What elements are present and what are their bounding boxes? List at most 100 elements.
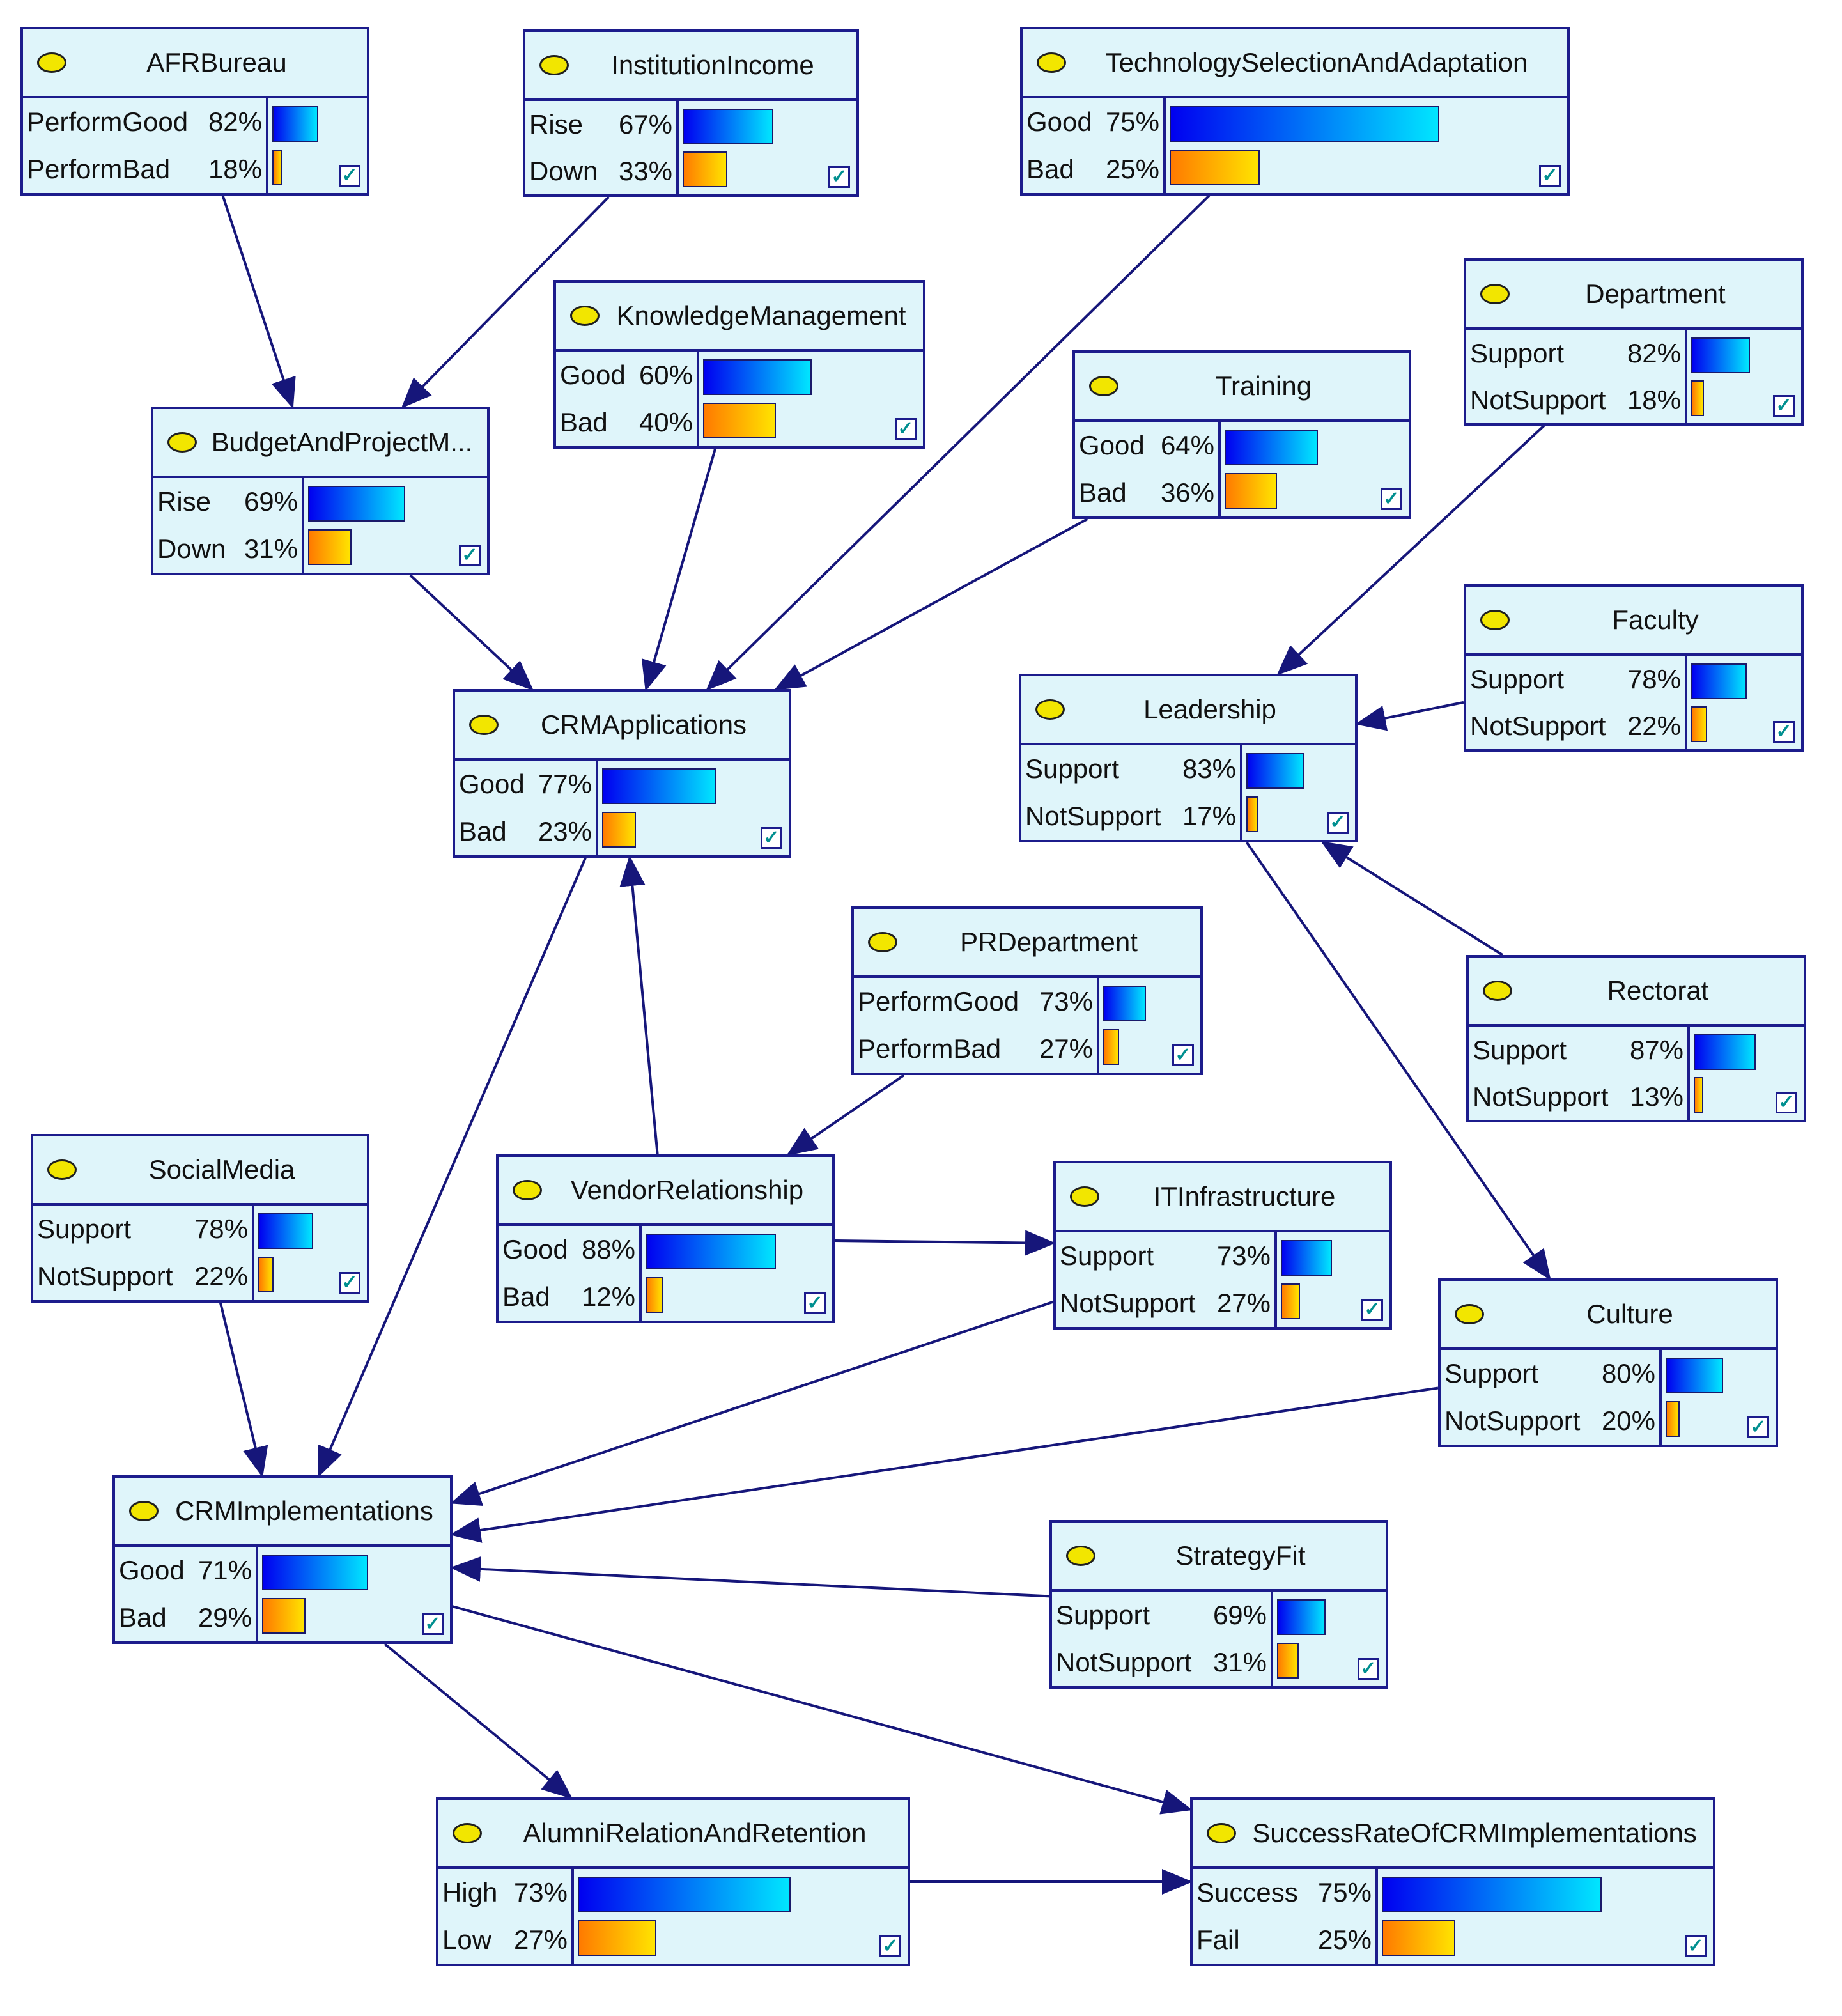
bar-track <box>1694 1034 1804 1070</box>
check-icon[interactable]: ✓ <box>761 827 782 849</box>
probability-bar <box>1666 1401 1680 1437</box>
bar-track <box>262 1598 450 1634</box>
check-icon[interactable]: ✓ <box>1358 1658 1379 1680</box>
check-icon[interactable]: ✓ <box>422 1613 444 1635</box>
state-name: Support <box>1470 337 1565 368</box>
node-bars <box>1099 978 1200 1073</box>
bar-track <box>646 1277 832 1313</box>
check-icon[interactable]: ✓ <box>1773 721 1795 743</box>
node-header: SocialMedia <box>33 1136 367 1206</box>
node-bars <box>1166 98 1567 193</box>
state-percent: 27% <box>1039 1034 1093 1064</box>
state-name: Bad <box>502 1282 550 1312</box>
check-icon[interactable]: ✓ <box>1381 488 1402 510</box>
check-icon[interactable]: ✓ <box>339 165 360 187</box>
probability-bar <box>1246 753 1304 789</box>
edge-vendor-to-it <box>834 1230 1056 1256</box>
state-name: High <box>442 1877 498 1907</box>
probability-bar <box>703 359 812 395</box>
check-icon[interactable]: ✓ <box>1172 1044 1194 1066</box>
node-header: Training <box>1075 353 1409 422</box>
check-icon[interactable]: ✓ <box>895 418 917 440</box>
probability-bar <box>1694 1076 1703 1113</box>
probability-bar <box>1382 1877 1602 1912</box>
check-icon[interactable]: ✓ <box>828 166 850 188</box>
check-icon[interactable]: ✓ <box>1747 1416 1769 1438</box>
bar-track <box>1277 1643 1386 1679</box>
node-header: InstitutionIncome <box>525 32 856 101</box>
bar-track <box>258 1213 367 1249</box>
node-title: CRMImplementations <box>175 1496 433 1526</box>
state-percent: 73% <box>1216 1241 1271 1271</box>
yellow-ellipse-icon <box>47 1159 77 1180</box>
check-icon[interactable]: ✓ <box>1776 1092 1797 1113</box>
yellow-ellipse-icon <box>1480 284 1510 304</box>
bar-track <box>1246 796 1355 832</box>
state-name: Rise <box>157 486 212 516</box>
edge-afr-to-budget <box>221 195 296 409</box>
check-icon[interactable]: ✓ <box>1773 395 1795 417</box>
probability-bar <box>1281 1240 1332 1276</box>
bar-track <box>272 150 367 185</box>
state-percent: 78% <box>194 1214 248 1244</box>
check-icon[interactable]: ✓ <box>1685 1935 1707 1957</box>
node-bars <box>304 478 487 573</box>
probability-bar <box>258 1257 274 1292</box>
yellow-ellipse-icon <box>37 52 66 73</box>
bar-track <box>703 359 923 395</box>
bar-track <box>1382 1877 1713 1912</box>
edge-rectorat-to-leadership <box>1320 841 1503 956</box>
node-bars <box>699 352 923 446</box>
check-icon[interactable]: ✓ <box>459 545 481 566</box>
state-name: Support <box>1025 754 1120 784</box>
edge-social-to-crmimpl <box>219 1302 268 1478</box>
check-icon[interactable]: ✓ <box>879 1935 901 1957</box>
probability-bar <box>1103 1029 1119 1065</box>
check-icon[interactable]: ✓ <box>1539 165 1561 187</box>
state-name: Bad <box>119 1602 167 1632</box>
state-percent: 29% <box>197 1602 252 1632</box>
yellow-ellipse-icon <box>129 1501 159 1521</box>
state-name: NotSupport <box>1470 384 1606 415</box>
check-icon[interactable]: ✓ <box>1327 812 1349 834</box>
bar-track <box>578 1920 908 1956</box>
edge-pr-to-vendor <box>786 1074 905 1156</box>
check-icon[interactable]: ✓ <box>804 1292 826 1314</box>
bar-track <box>1691 663 1801 699</box>
check-icon[interactable]: ✓ <box>339 1272 360 1294</box>
node-title: Rectorat <box>1607 975 1709 1005</box>
check-icon[interactable]: ✓ <box>1361 1299 1383 1321</box>
node-bars <box>254 1206 367 1300</box>
